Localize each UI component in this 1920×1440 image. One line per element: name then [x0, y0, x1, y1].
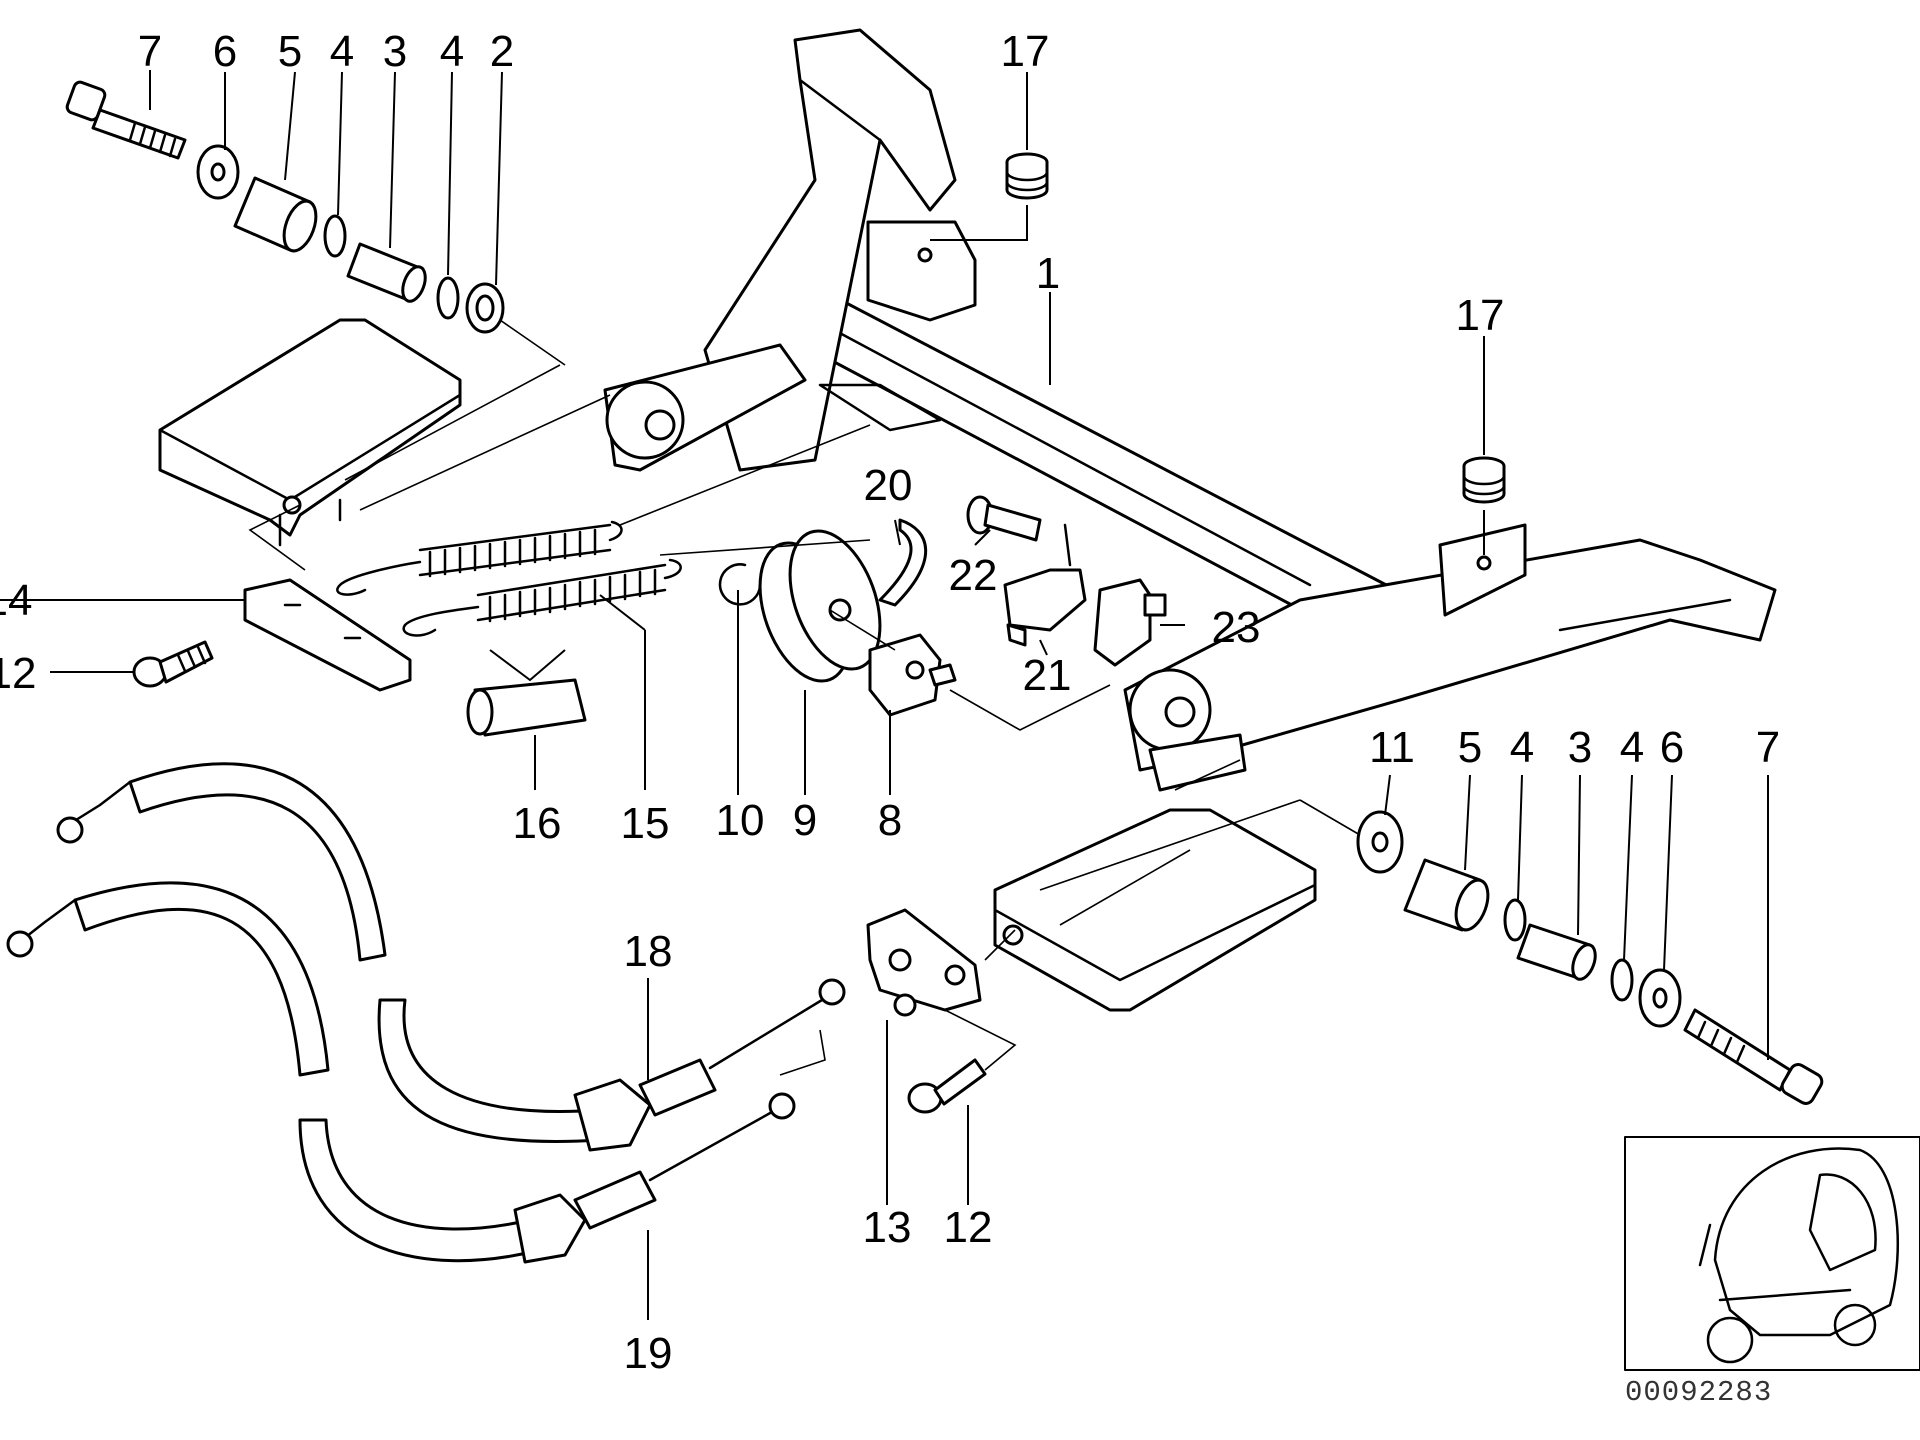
callout-10: 10: [716, 796, 765, 845]
cap-17-upper: [1005, 152, 1049, 200]
circlip-10: [718, 563, 762, 606]
callout-4-upper-b: 4: [440, 27, 464, 76]
bracket-14: [243, 578, 412, 692]
bolt-7-upper: [65, 80, 187, 160]
callout-13: 13: [863, 1203, 912, 1252]
sleeve-16: [466, 678, 587, 737]
callout-12-upper: 12: [0, 649, 36, 698]
callout-labels: 7 6 5 4 3 4 2 17 1 17 20 22 23 21 14 12 …: [0, 27, 1780, 1378]
callout-21: 21: [1023, 651, 1072, 700]
bushing-5-lower: [1403, 858, 1490, 932]
bracket-13: [866, 908, 982, 1017]
callout-14: 14: [0, 576, 32, 625]
callout-17-upper: 17: [1001, 27, 1050, 76]
main-stand-frame: [603, 28, 1777, 792]
callout-17-lower: 17: [1456, 291, 1505, 340]
callout-22: 22: [949, 551, 998, 600]
callout-20: 20: [864, 461, 913, 510]
cable-18: [377, 978, 846, 1152]
foot-pad-upper: [158, 318, 462, 547]
callout-8: 8: [878, 796, 902, 845]
callout-5-upper: 5: [278, 27, 302, 76]
foot-pad-lower: [993, 808, 1317, 1012]
vehicle-inset: [1624, 1136, 1920, 1371]
bushing-5-upper: [233, 176, 318, 253]
cable-19: [298, 1092, 796, 1264]
cap-17-lower: [1462, 456, 1506, 504]
assembly-lines: [248, 319, 1361, 1076]
leader-lines: [0, 70, 1769, 1320]
cam-disc-9: [758, 529, 882, 683]
ring-4d: [1610, 958, 1634, 1002]
callout-16: 16: [513, 799, 562, 848]
switch-21: [1003, 523, 1087, 647]
diagram-number: 00092283: [1625, 1376, 1773, 1409]
callout-19: 19: [624, 1329, 673, 1378]
sleeve-3-upper: [346, 242, 427, 303]
callout-1: 1: [1036, 249, 1060, 298]
ring-4c: [1503, 898, 1527, 942]
spring-15-b: [402, 558, 682, 637]
callout-15: 15: [621, 799, 670, 848]
callout-7-lower: 7: [1756, 723, 1780, 772]
holder-23: [1093, 578, 1167, 667]
bolt-7-lower: [1683, 1008, 1824, 1105]
callout-12-lower: 12: [944, 1203, 993, 1252]
callout-11: 11: [1369, 723, 1415, 772]
clip-20: [878, 518, 928, 607]
callout-6-lower: 6: [1660, 723, 1684, 772]
callout-7-upper: 7: [138, 27, 162, 76]
callout-18: 18: [624, 927, 673, 976]
callout-6-upper: 6: [213, 27, 237, 76]
callout-3-upper: 3: [383, 27, 407, 76]
callout-23: 23: [1212, 603, 1261, 652]
screw-12-upper: [132, 640, 214, 688]
bracket-8: [868, 633, 957, 717]
callout-4-upper-a: 4: [330, 27, 354, 76]
ring-4a: [323, 214, 347, 258]
callout-2: 2: [490, 27, 514, 76]
ring-4b: [436, 276, 460, 320]
spring-15-a: [336, 520, 623, 596]
bolt-22: [966, 495, 1042, 542]
screw-12-lower: [907, 1058, 987, 1114]
callout-3-lower: 3: [1568, 723, 1592, 772]
bushing-2: [465, 282, 505, 334]
callout-9: 9: [793, 796, 817, 845]
cable-hose-upper: [6, 762, 387, 1077]
sleeve-3-lower: [1516, 923, 1597, 981]
callout-4-lower-b: 4: [1620, 723, 1644, 772]
callout-5-lower: 5: [1458, 723, 1482, 772]
callout-4-lower-a: 4: [1510, 723, 1534, 772]
